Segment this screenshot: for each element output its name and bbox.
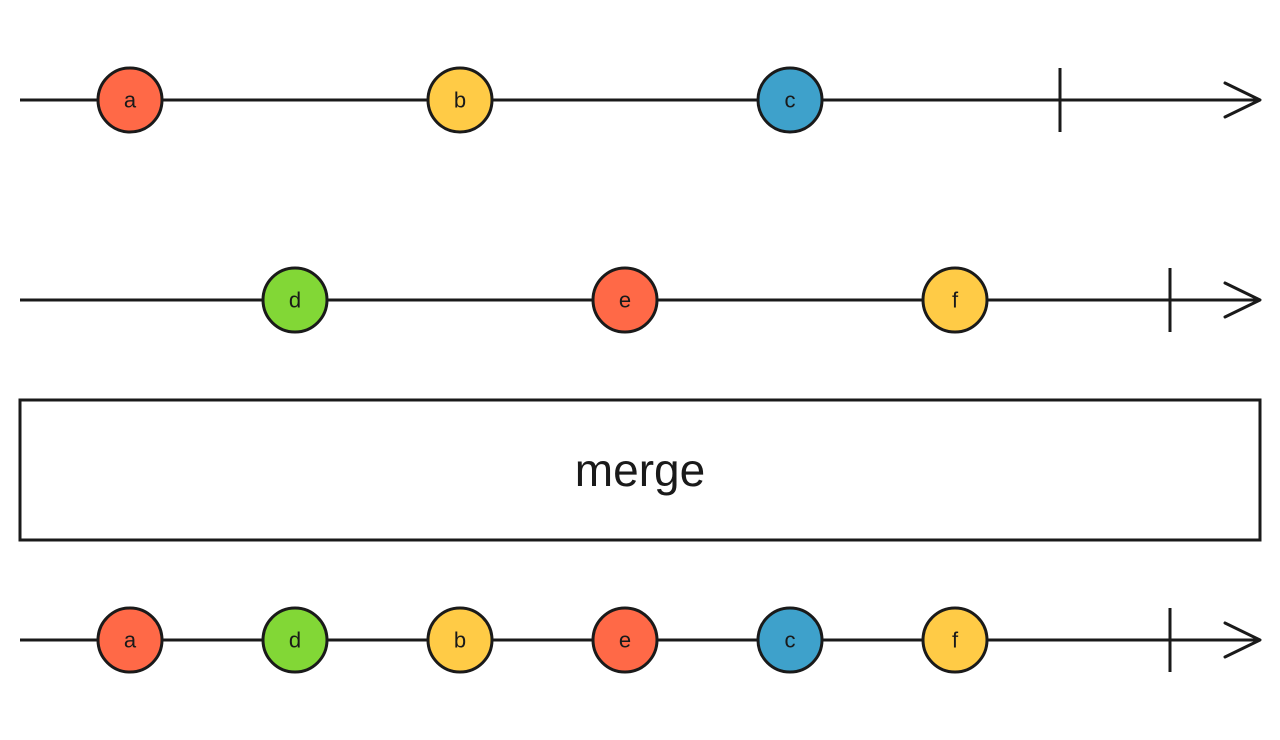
marble-a: a (96, 66, 164, 134)
marble-b: b (426, 606, 494, 674)
marble-label: c (785, 88, 796, 113)
marble-label: d (289, 628, 301, 653)
marble-circle (756, 66, 824, 134)
marble-circle (921, 266, 989, 334)
operator-box (18, 398, 1262, 542)
marble-c: c (756, 66, 824, 134)
marble-label: b (454, 628, 466, 653)
marble-label: c (785, 628, 796, 653)
marble-d: d (261, 606, 329, 674)
marble-circle (591, 606, 659, 674)
marble-e: e (591, 266, 659, 334)
marble-label: e (619, 628, 631, 653)
marble-circle (426, 606, 494, 674)
marble-label: e (619, 288, 631, 313)
marble-label: f (952, 288, 959, 313)
timeline-input-2: d e f (20, 266, 1262, 334)
arrow-head-icon (1223, 81, 1262, 119)
timeline-input-1: a b c (20, 66, 1262, 134)
marble-c: c (756, 606, 824, 674)
arrow-head-icon (1223, 281, 1262, 319)
marble-f: f (921, 606, 989, 674)
operator-label: merge (575, 444, 705, 496)
marble-f: f (921, 266, 989, 334)
marble-circle (591, 266, 659, 334)
marble-label: a (124, 88, 137, 113)
marble-label: a (124, 628, 137, 653)
marble-circle (756, 606, 824, 674)
marble-circle (261, 606, 329, 674)
marble-a: a (96, 606, 164, 674)
marble-circle (261, 266, 329, 334)
marble-circle (96, 606, 164, 674)
timelines-group: a b c d e f a d b e c f (20, 66, 1262, 674)
operator-block: merge (18, 398, 1262, 542)
marble-d: d (261, 266, 329, 334)
marble-label: f (952, 628, 959, 653)
marble-label: d (289, 288, 301, 313)
marble-e: e (591, 606, 659, 674)
arrow-head-icon (1223, 621, 1262, 659)
marble-label: b (454, 88, 466, 113)
marble-circle (921, 606, 989, 674)
marble-circle (96, 66, 164, 134)
marble-b: b (426, 66, 494, 134)
marble-circle (426, 66, 494, 134)
